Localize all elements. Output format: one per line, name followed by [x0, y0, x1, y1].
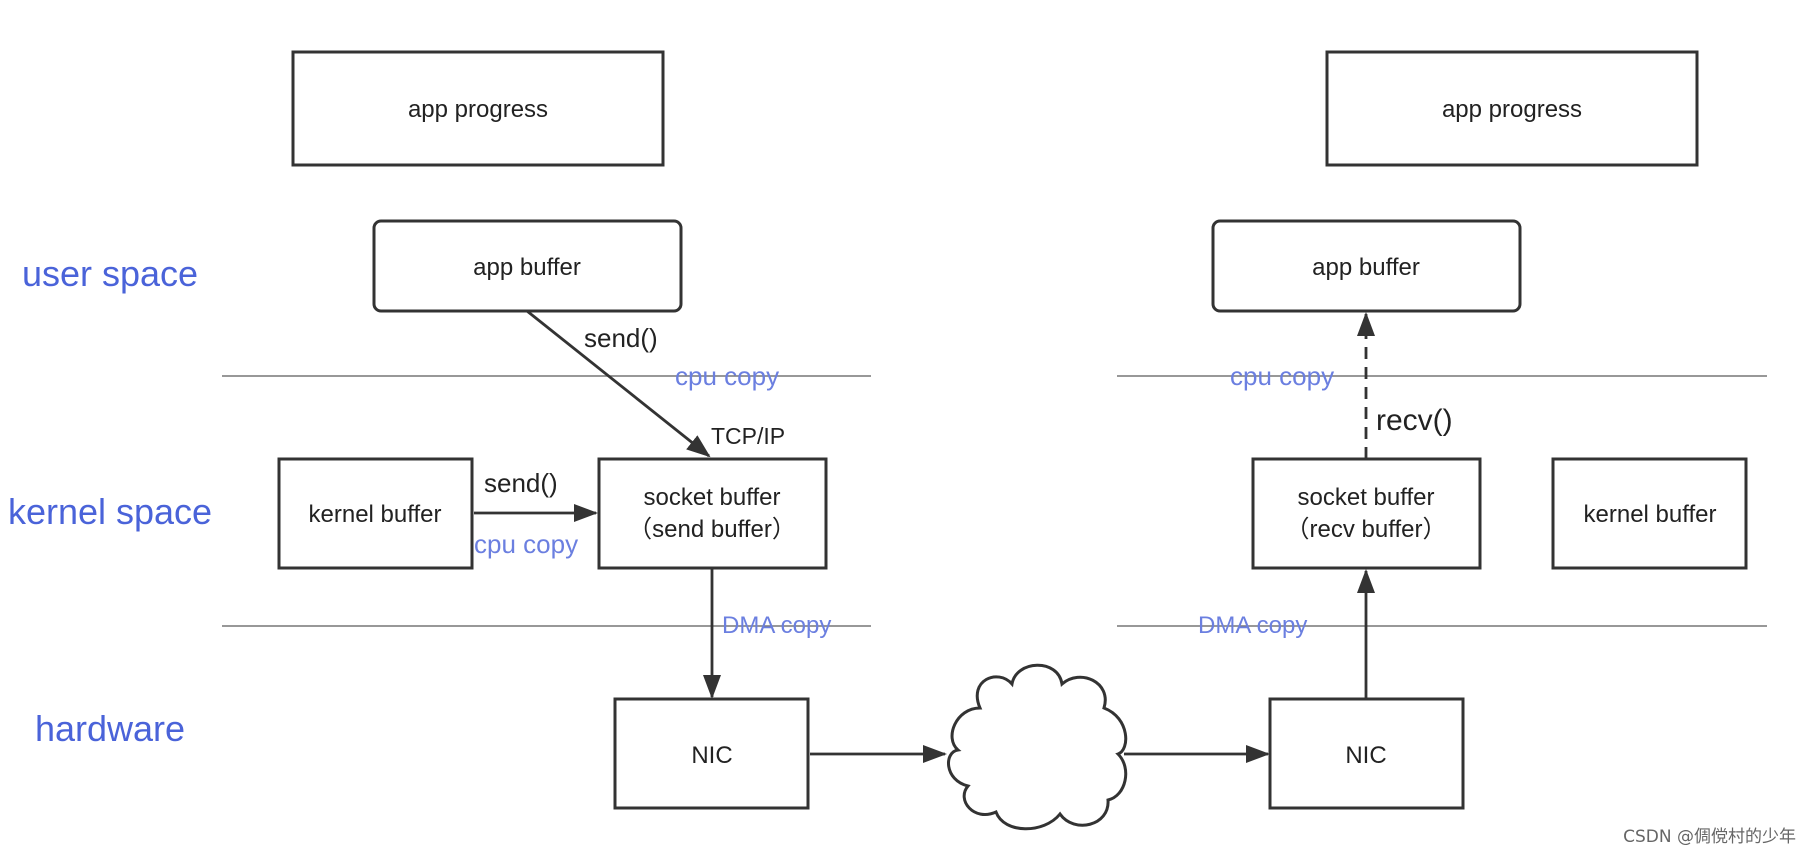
sender-nic-label: NIC: [691, 742, 732, 769]
receiver-app-buffer-box: app buffer: [1211, 219, 1522, 313]
receiver-nic-label: NIC: [1345, 742, 1386, 769]
sender-cpu-copy-user-label: cpu copy: [675, 361, 779, 391]
sender-kernel-buffer-box: kernel buffer: [277, 457, 474, 570]
kernel-space-label: kernel space: [8, 491, 212, 532]
sender-tcp-ip-label: TCP/IP: [711, 423, 785, 449]
receiver-nic-box: NIC: [1268, 697, 1465, 810]
receiver-cpu-copy-label: cpu copy: [1230, 361, 1334, 391]
sender-dma-copy-label: DMA copy: [722, 612, 831, 639]
sender-app-to-socket-arrow: [526, 309, 711, 458]
sender-app-progress-box: app progress: [291, 50, 665, 167]
sender-socket-buffer-label-line1: socket buffer: [644, 484, 781, 511]
receiver-dma-copy-label: DMA copy: [1198, 612, 1307, 639]
csdn-watermark: CSDN @倜傥村的少年: [1623, 827, 1796, 847]
sender-send-label-upper: send(): [584, 323, 658, 353]
receiver-socket-buffer-box: socket buffer （recv buffer）: [1251, 457, 1482, 570]
sender-socket-buffer-label-line2: （send buffer）: [628, 516, 796, 543]
receiver-socket-buffer-label-line2: （recv buffer）: [1286, 516, 1447, 543]
receiver-recv-label: recv(): [1376, 404, 1453, 437]
sender-kernel-buffer-label: kernel buffer: [309, 501, 442, 528]
sender-app-buffer-box: app buffer: [372, 219, 683, 313]
sender-app-buffer-label: app buffer: [473, 254, 581, 281]
receiver-app-buffer-label: app buffer: [1312, 254, 1420, 281]
receiver-kernel-buffer-label: kernel buffer: [1584, 501, 1717, 528]
sender-send-label-lower: send(): [484, 468, 558, 498]
hardware-label: hardware: [35, 708, 185, 749]
receiver-kernel-buffer-box: kernel buffer: [1551, 457, 1748, 570]
network-cloud-icon: [947, 663, 1128, 831]
sender-cpu-copy-kernel-label: cpu copy: [474, 529, 578, 559]
user-space-label: user space: [22, 253, 198, 294]
sender-socket-buffer-box: socket buffer （send buffer）: [597, 457, 828, 570]
receiver-socket-buffer-label-line1: socket buffer: [1298, 484, 1435, 511]
sender-app-progress-label: app progress: [408, 96, 548, 123]
receiver-app-progress-label: app progress: [1442, 96, 1582, 123]
receiver-app-progress-box: app progress: [1325, 50, 1699, 167]
sender-nic-box: NIC: [613, 697, 810, 810]
